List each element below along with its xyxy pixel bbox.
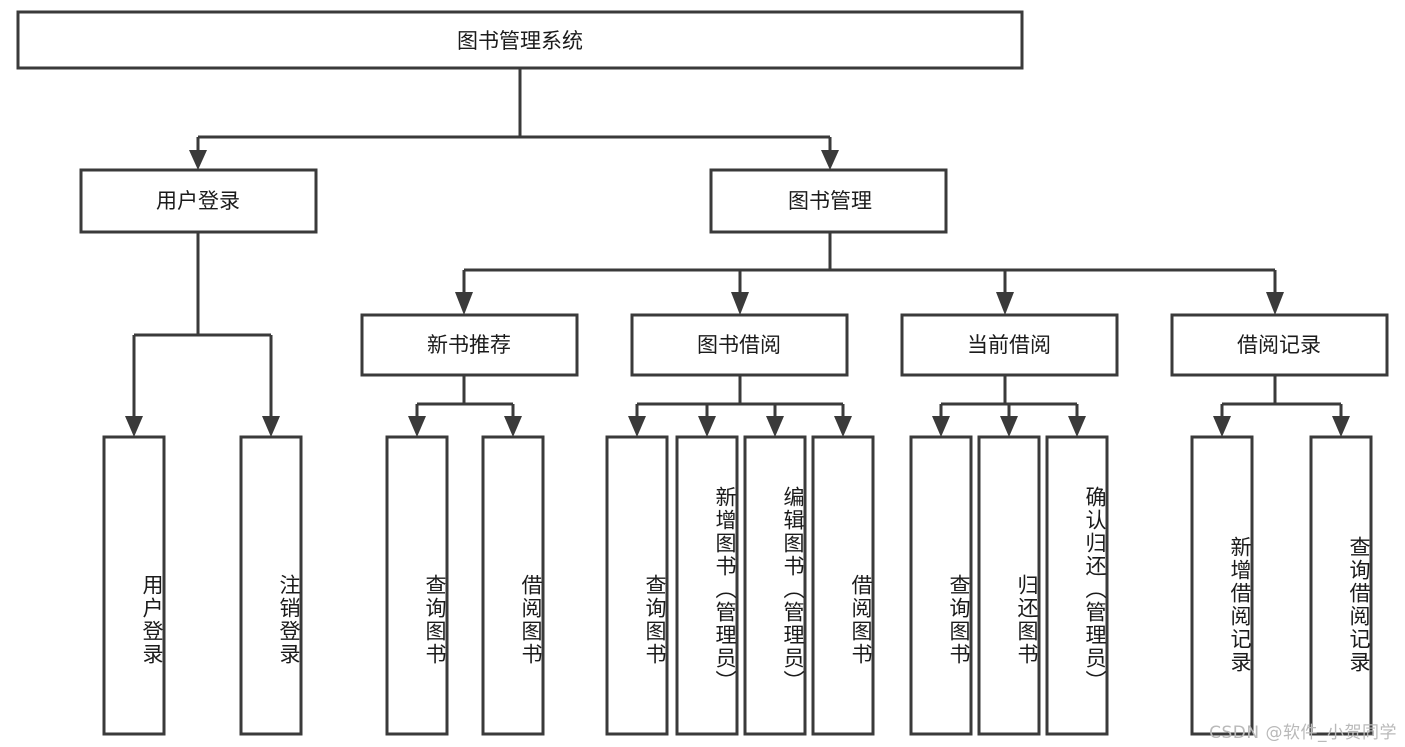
arrow-book-borrow-leaf-3: [766, 416, 784, 437]
arrow-to-book-borrow: [731, 292, 749, 315]
node-leaf-book-borrow-1[interactable]: [605, 435, 669, 736]
arrow-new-book-leaf-2: [504, 416, 522, 437]
arrow-current-borrow-leaf-3: [1068, 416, 1086, 437]
node-leaf-current-borrow-1[interactable]: [909, 435, 973, 736]
node-box-layer: [16, 10, 1389, 736]
node-user-login[interactable]: [79, 168, 318, 234]
arrow-to-user-login: [189, 150, 207, 170]
label-root: 图书管理系统: [457, 29, 583, 53]
label-current-borrow: 当前借阅: [967, 333, 1051, 357]
arrow-to-book-manage: [821, 150, 839, 170]
label-book-borrow: 图书借阅: [697, 333, 781, 357]
arrow-user-login-leaf-2: [262, 416, 280, 437]
node-book-manage[interactable]: [709, 168, 948, 234]
arrow-to-new-book: [455, 292, 473, 315]
node-book-borrow[interactable]: [630, 313, 849, 377]
arrow-book-borrow-leaf-1: [628, 416, 646, 437]
arrow-new-book-leaf-1: [408, 416, 426, 437]
node-leaf-book-borrow-3[interactable]: [743, 435, 807, 736]
label-new-book-recommend: 新书推荐: [427, 333, 511, 357]
connector-layer: [125, 68, 1350, 437]
node-new-book-recommend[interactable]: [360, 313, 579, 377]
node-leaf-new-book-2[interactable]: [481, 435, 545, 736]
arrow-current-borrow-leaf-1: [932, 416, 950, 437]
arrow-user-login-leaf-1: [125, 416, 143, 437]
label-user-login: 用户登录: [156, 189, 240, 213]
arrow-to-borrow-record: [1266, 292, 1284, 315]
arrow-borrow-record-leaf-2: [1332, 416, 1350, 437]
horizontal-label-layer: 图书管理系统 用户登录 图书管理 新书推荐 图书借阅 当前借阅 借阅记录: [156, 29, 1321, 357]
node-leaf-user-login-1[interactable]: [102, 435, 166, 736]
node-current-borrow[interactable]: [900, 313, 1119, 377]
node-leaf-new-book-1[interactable]: [385, 435, 449, 736]
arrow-book-borrow-leaf-2: [698, 416, 716, 437]
node-borrow-record[interactable]: [1170, 313, 1389, 377]
csdn-watermark: CSDN @软件_小贺同学: [1209, 723, 1397, 743]
node-leaf-current-borrow-3[interactable]: [1045, 435, 1109, 736]
node-leaf-book-borrow-4[interactable]: [811, 435, 875, 736]
label-book-manage: 图书管理: [788, 189, 872, 213]
node-leaf-book-borrow-2[interactable]: [675, 435, 739, 736]
label-borrow-record: 借阅记录: [1237, 333, 1321, 357]
node-leaf-borrow-record-2[interactable]: [1309, 435, 1373, 736]
node-root[interactable]: [16, 10, 1024, 70]
arrow-book-borrow-leaf-4: [834, 416, 852, 437]
arrow-current-borrow-leaf-2: [1000, 416, 1018, 437]
arrow-to-current-borrow: [996, 292, 1014, 315]
node-leaf-borrow-record-1[interactable]: [1190, 435, 1254, 736]
node-leaf-user-login-2[interactable]: [239, 435, 303, 736]
node-leaf-current-borrow-2[interactable]: [977, 435, 1041, 736]
arrow-borrow-record-leaf-1: [1213, 416, 1231, 437]
